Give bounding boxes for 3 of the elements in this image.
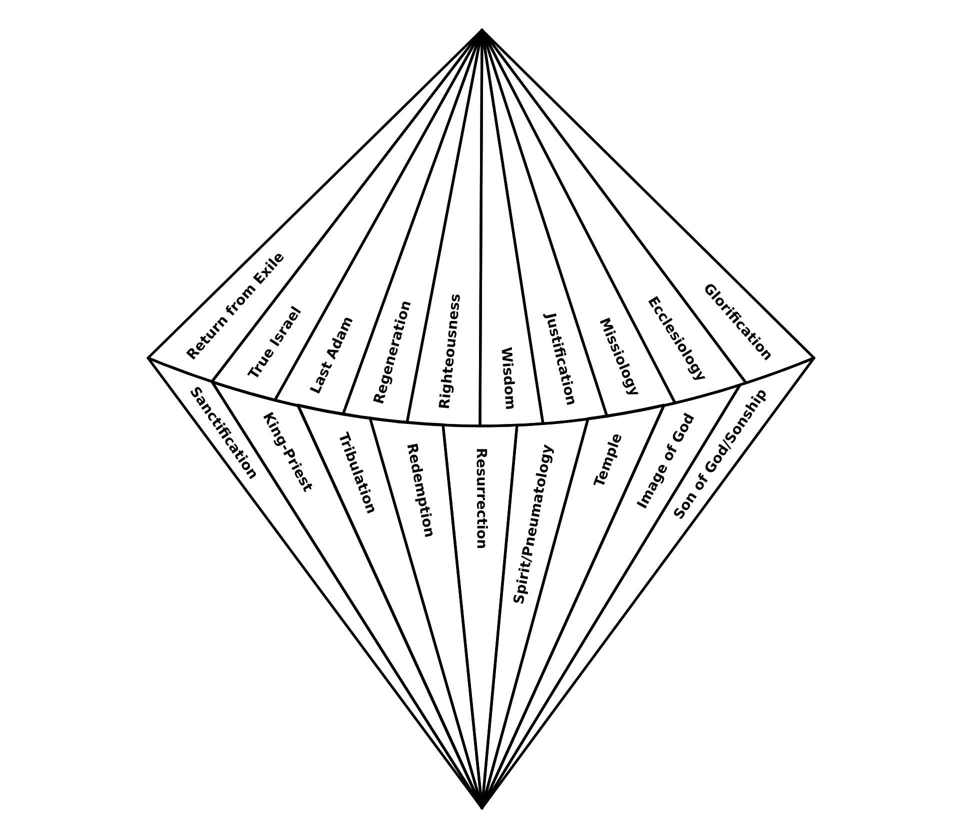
segment-label: Righteousness	[436, 293, 465, 410]
segment-label: Wisdom	[497, 346, 519, 410]
segment-label: Resurrection	[472, 448, 490, 550]
